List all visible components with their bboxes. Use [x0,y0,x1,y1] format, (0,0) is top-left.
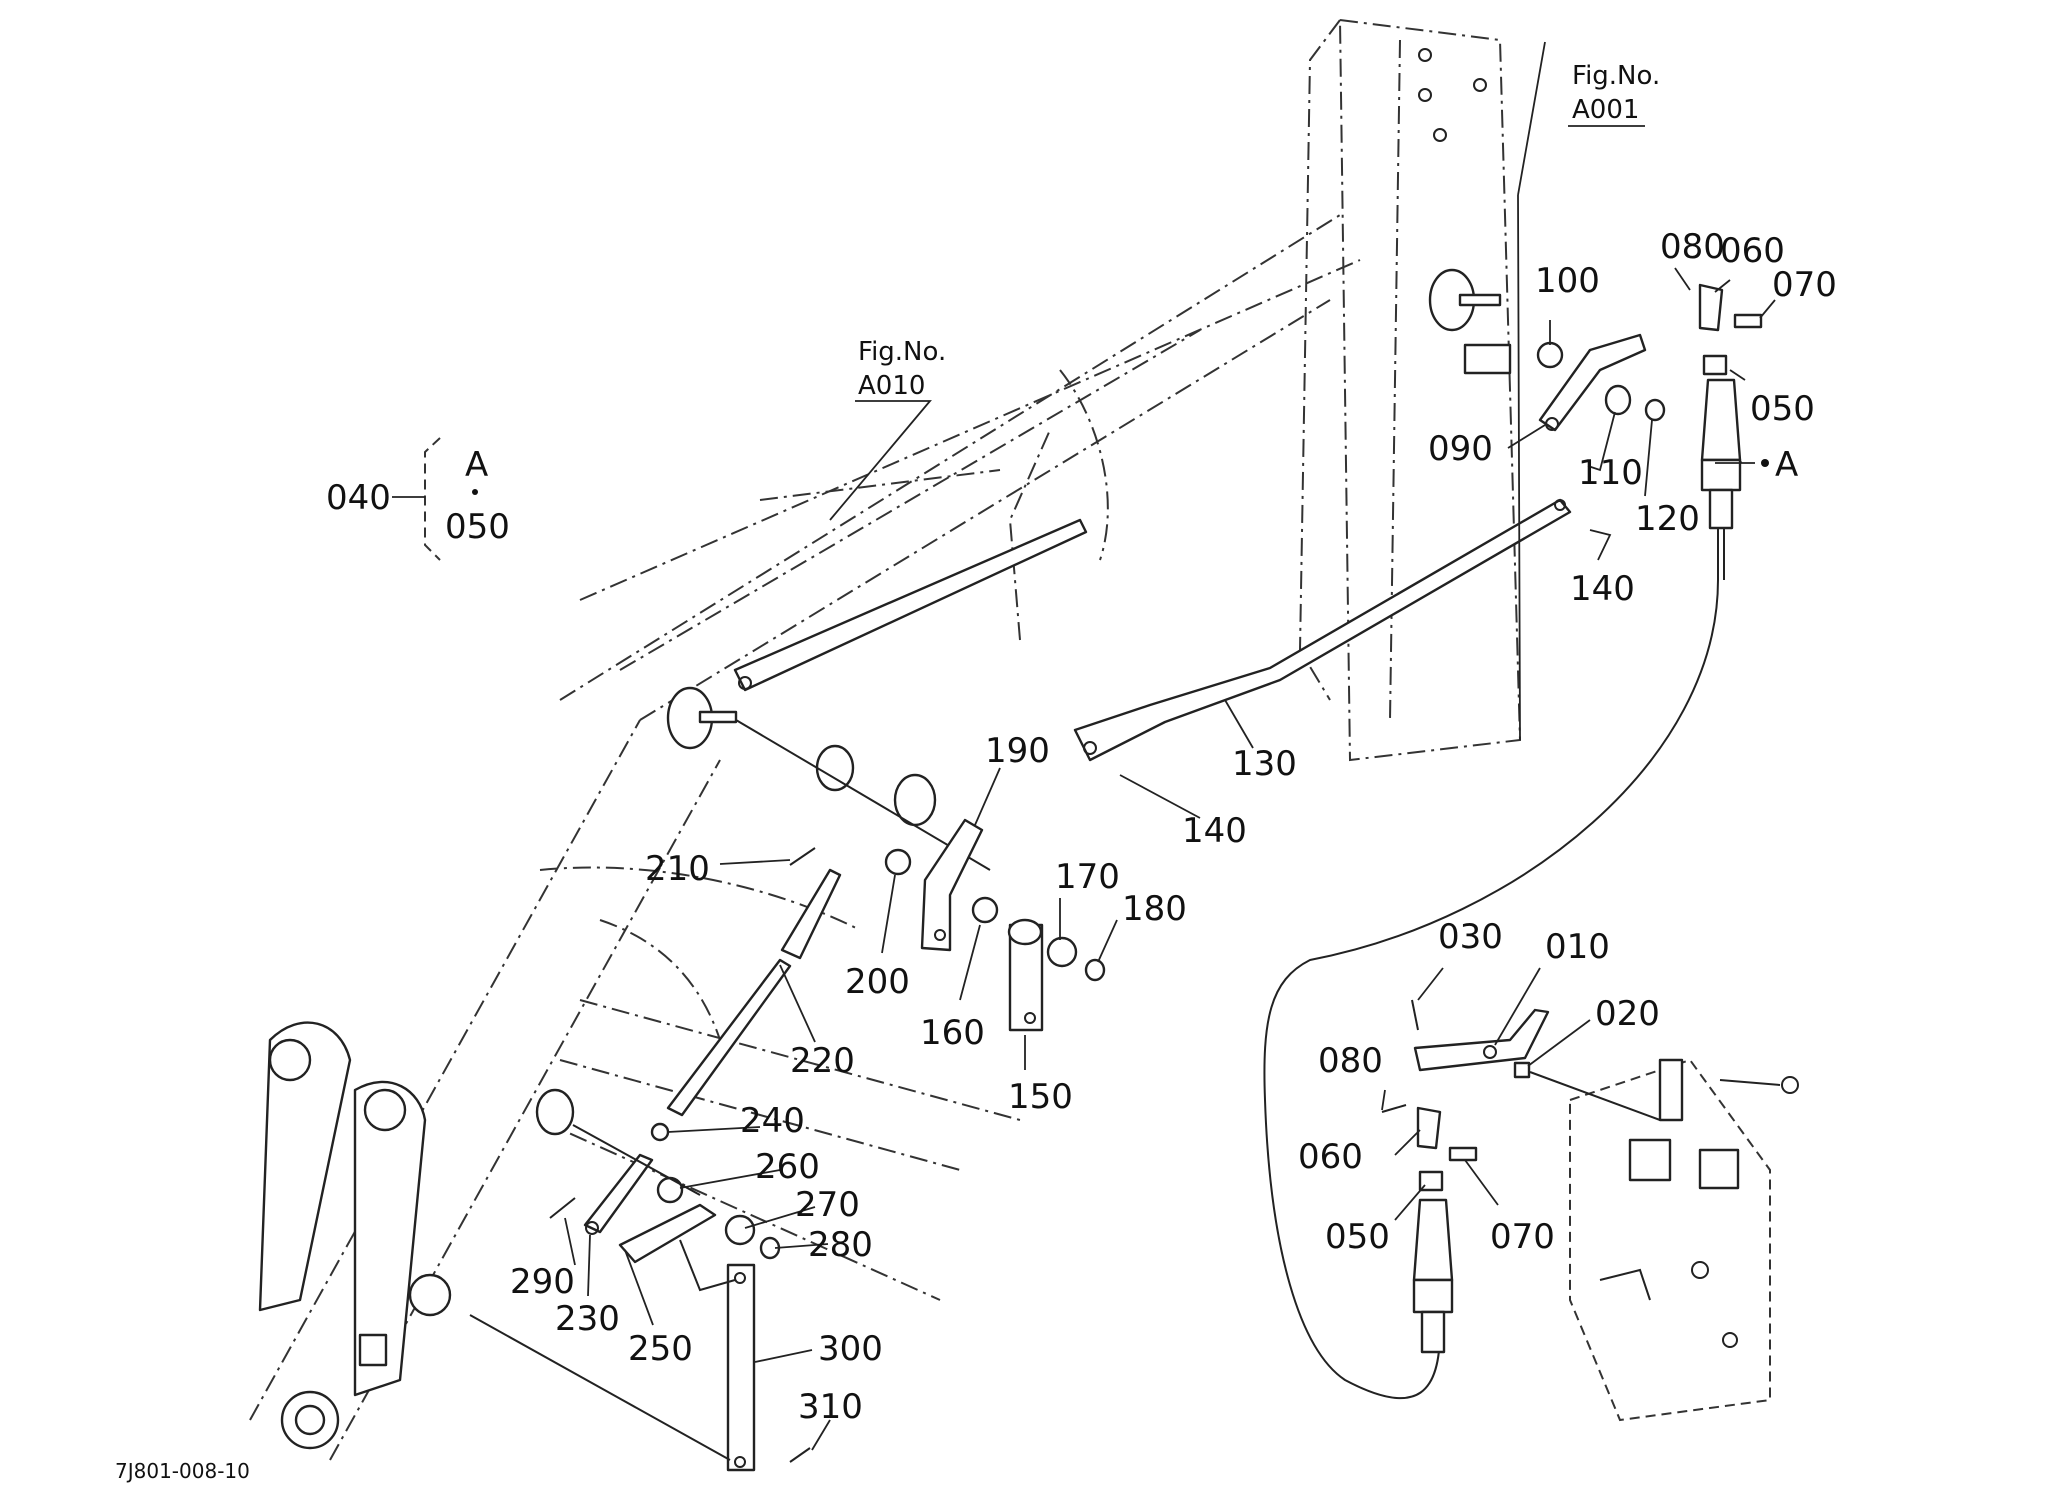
cable-end-label: A [1775,445,1798,485]
callout-label: 180 [1122,889,1187,929]
callout-label: 290 [510,1262,575,1302]
kit-bracket [392,437,478,561]
frame-ghost-lines [249,18,1799,1461]
callout-label: 310 [798,1387,863,1427]
callout-label: 270 [795,1185,860,1225]
cable-end-marker: A [1761,445,1798,485]
callout-label: 010 [1545,927,1610,967]
callout-label: 280 [808,1225,873,1265]
callout-label: 070 [1490,1217,1555,1257]
callout-label: 260 [755,1147,820,1187]
callout-label: 080 [1318,1041,1383,1081]
callout-label: 150 [1008,1077,1073,1117]
control-cable [1263,528,1725,1400]
callout-label: 250 [628,1329,693,1369]
callout-label: 020 [1595,994,1660,1034]
callout-label: 110 [1578,453,1643,493]
callout-label: 130 [1232,744,1297,784]
callout-label: 050 [1750,389,1815,429]
callout-labels: 100 080 060 070 050 090 110 120 140 130 … [510,227,1837,1427]
middle-linkage [469,818,1106,1472]
figure-reference-a010: Fig.No. A010 [858,337,946,401]
upper-linkage [666,268,1763,871]
fig-ref-code: A001 [1572,95,1639,125]
callout-label: 030 [1438,917,1503,957]
callout-label: 300 [818,1329,883,1369]
drawing-code: 7J801-008-10 [115,1459,250,1483]
kit-item: A [465,445,488,485]
callout-label: 170 [1055,857,1120,897]
callout-label: 140 [1570,569,1635,609]
callout-label: 200 [845,962,910,1002]
callout-label: 240 [740,1101,805,1141]
fig-ref-code: A010 [858,371,925,401]
callout-label: 190 [985,731,1050,771]
callout-label: 210 [645,849,710,889]
callout-label: 220 [790,1041,855,1081]
callout-label: 050 [1325,1217,1390,1257]
callout-label: 060 [1298,1137,1363,1177]
callout-label: 090 [1428,429,1493,469]
callout-label: 070 [1772,265,1837,305]
figure-reference-a001: Fig.No. A001 [1572,61,1660,125]
callout-label: 160 [920,1013,985,1053]
callout-label: 230 [555,1299,620,1339]
kit-item: 050 [445,507,510,547]
fig-ref-title: Fig.No. [858,337,946,367]
kit-part-number: 040 [326,478,391,518]
callout-label: 100 [1535,261,1600,301]
cable-mount-assembly [1381,999,1661,1354]
callout-label: 140 [1182,811,1247,851]
kit-group-label: 040 A 050 [326,445,510,547]
callout-label: 060 [1720,231,1785,271]
fig-ref-title: Fig.No. [1572,61,1660,91]
leader-lines [564,41,1776,1451]
callout-label: 080 [1660,227,1725,267]
callout-label: 120 [1635,499,1700,539]
